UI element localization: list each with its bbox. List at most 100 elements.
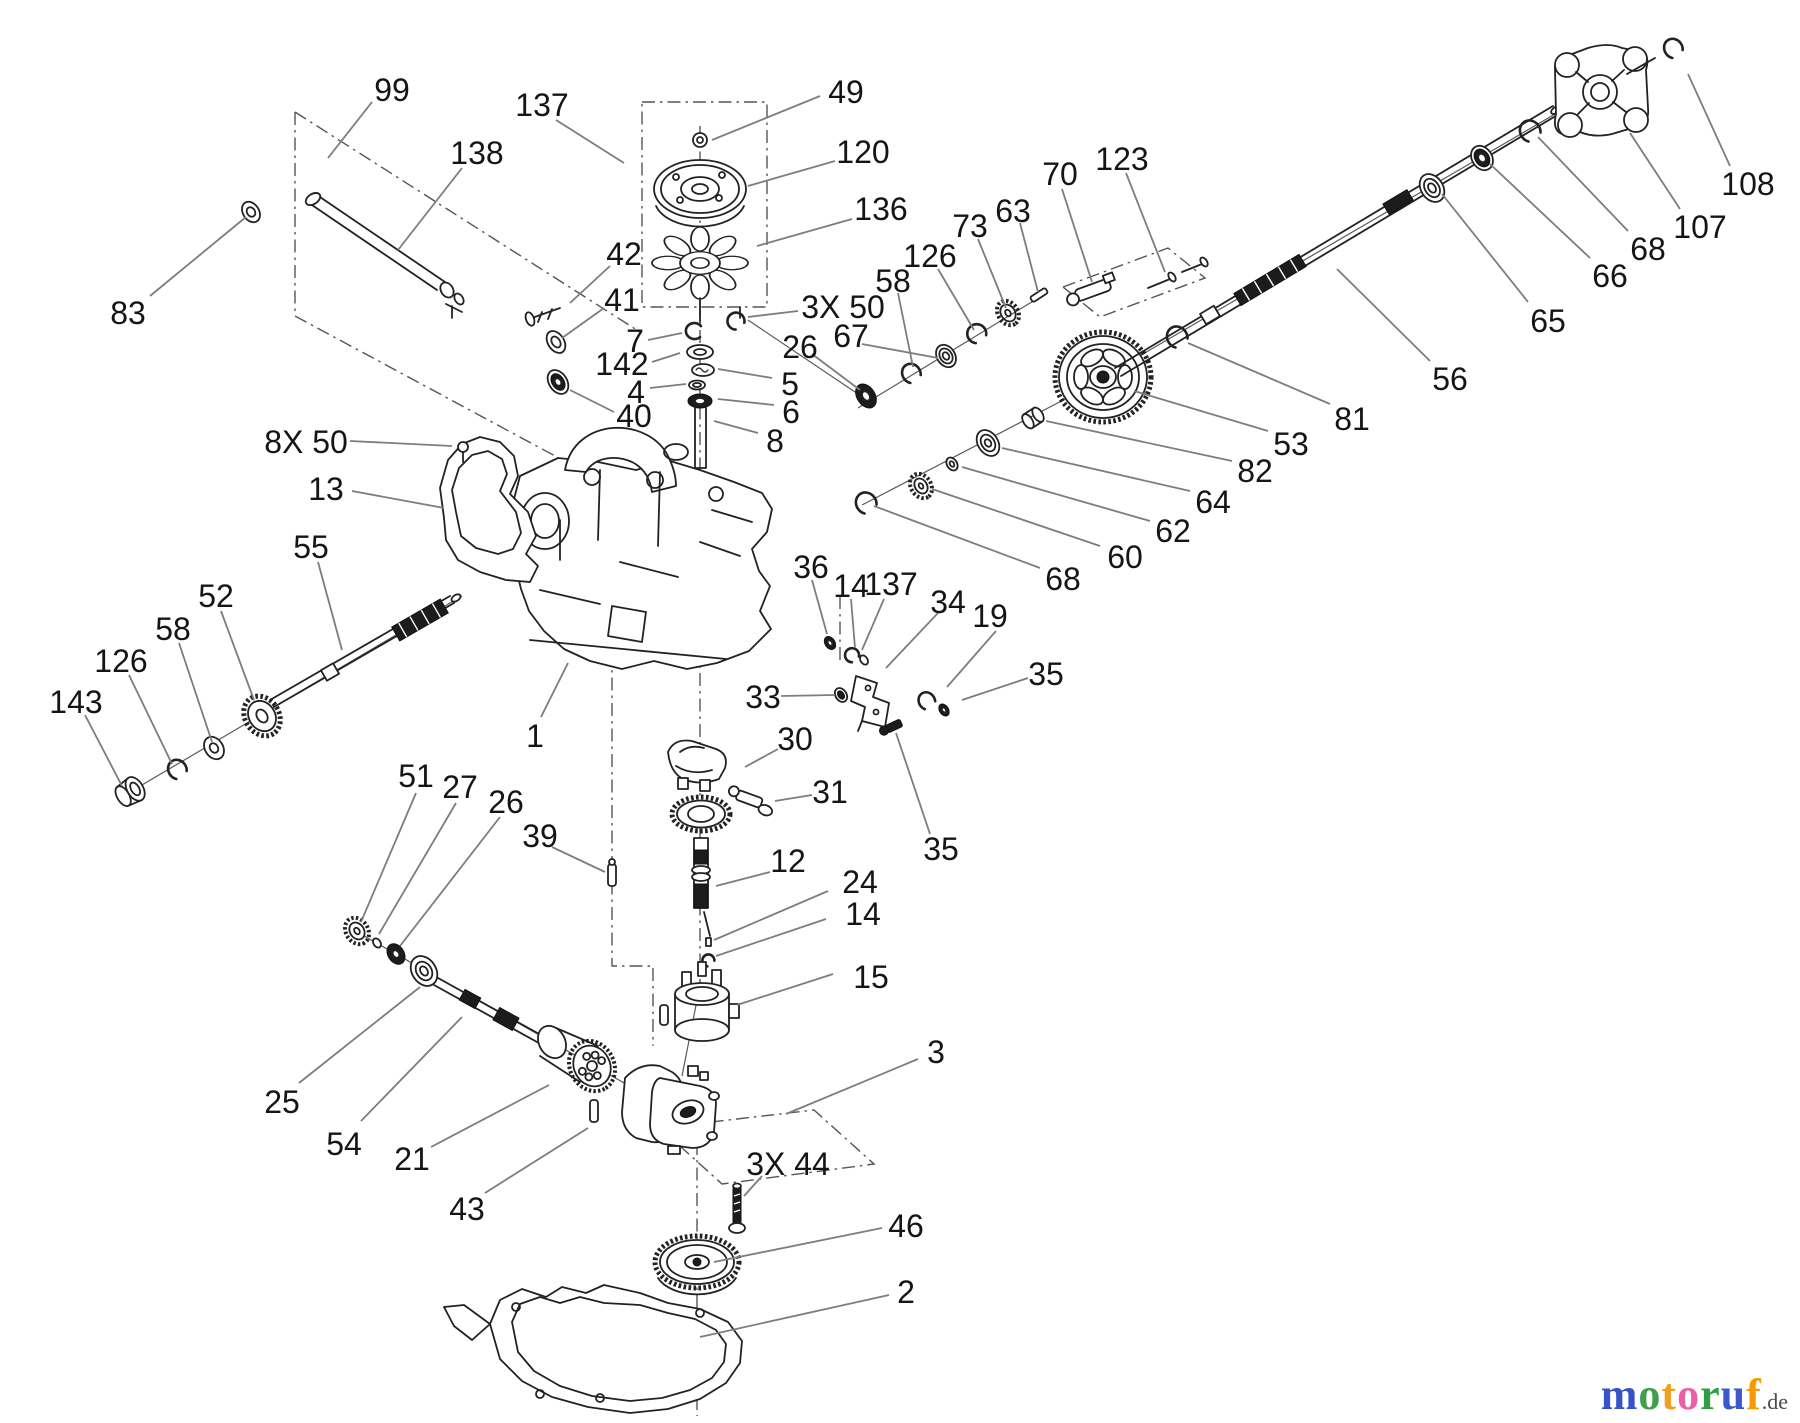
- leader-line: [220, 610, 255, 701]
- callout-56: 56: [1336, 268, 1468, 397]
- watermark: motoruf.de: [1601, 1373, 1788, 1417]
- callout-27: 27: [378, 769, 478, 935]
- viscous-line-assembly: [241, 192, 570, 395]
- callout-4: 4: [627, 374, 687, 410]
- brake-lever: [1066, 271, 1116, 307]
- callout-81: 81: [1187, 342, 1370, 437]
- part-number: 33: [745, 679, 781, 715]
- side-cover: [439, 436, 539, 583]
- part-number: 3: [927, 1034, 945, 1070]
- callout-107: 107: [1629, 132, 1727, 245]
- callout-64: 64: [1001, 447, 1231, 520]
- leader-line: [699, 1294, 890, 1338]
- leader-line: [711, 95, 821, 141]
- leader-line: [484, 1127, 589, 1194]
- part-number: 21: [394, 1141, 430, 1177]
- callout-14: 14: [833, 568, 869, 649]
- leader-line: [317, 561, 343, 651]
- callout-42: 42: [569, 236, 642, 304]
- part-number: 41: [604, 282, 640, 318]
- oil-line-tube: [308, 194, 446, 291]
- bearing: [935, 343, 957, 369]
- leader-line: [713, 890, 829, 941]
- callout-26: 26: [782, 329, 861, 391]
- leader-line: [1537, 136, 1629, 232]
- brake-screws: [1147, 263, 1203, 289]
- part-number: 52: [198, 578, 234, 614]
- callout-25: 25: [264, 986, 421, 1120]
- flanged-bearing: [1418, 173, 1446, 203]
- bushing: [241, 200, 261, 224]
- leader-line: [1687, 73, 1731, 167]
- bearing: [975, 429, 1001, 457]
- part-number: 108: [1721, 166, 1774, 202]
- wheel-hub: [1553, 44, 1650, 138]
- pulley: [653, 159, 747, 228]
- leader-line: [651, 352, 681, 363]
- leader-line: [360, 792, 417, 923]
- pin: [1029, 287, 1049, 303]
- pump-assembly: [443, 1004, 746, 1414]
- part-number: 3X 50: [801, 289, 885, 325]
- upper-bearing-chain: [855, 287, 1049, 409]
- callout-5: 5: [717, 366, 799, 402]
- part-number: 68: [1045, 561, 1081, 597]
- leader-line: [736, 973, 834, 1006]
- callout-83: 83: [110, 216, 247, 331]
- watermark-wordmark: motoruf: [1601, 1370, 1762, 1419]
- part-number: 55: [293, 529, 329, 565]
- snap-ring: [1165, 325, 1189, 349]
- part-number: 66: [1592, 258, 1628, 294]
- part-number: 99: [374, 72, 410, 108]
- bearing: [203, 735, 225, 761]
- bearing: [855, 383, 877, 409]
- callout-123: 123: [1095, 141, 1166, 273]
- main-housing: [511, 427, 773, 670]
- watermark-letter: o: [1638, 1370, 1662, 1419]
- driven-gear: [652, 1233, 742, 1296]
- callout-53: 53: [1133, 390, 1309, 462]
- callout-2: 2: [699, 1274, 915, 1338]
- pin: [607, 858, 617, 887]
- part-number: 137: [515, 87, 568, 123]
- leader-line: [149, 216, 247, 297]
- control-rod: [703, 911, 711, 937]
- part-number: 73: [952, 208, 988, 244]
- watermark-suffix: .de: [1761, 1389, 1788, 1414]
- leader-line: [555, 119, 625, 164]
- leader-line: [785, 1058, 919, 1115]
- part-number: 67: [833, 318, 869, 354]
- control-arm-parts: [823, 636, 950, 736]
- motor-shaft: [433, 977, 551, 1048]
- part-number: 58: [155, 611, 191, 647]
- snap-ring: [854, 491, 878, 515]
- part-number: 60: [1107, 539, 1143, 575]
- hub-stud: [1626, 57, 1656, 75]
- leader-line: [298, 986, 421, 1084]
- callout-120: 120: [747, 134, 890, 187]
- part-number: 126: [94, 643, 147, 679]
- watermark-letter: o: [1677, 1370, 1701, 1419]
- part-number: 25: [264, 1084, 300, 1120]
- part-number: 13: [308, 471, 344, 507]
- leader-line: [946, 630, 997, 688]
- washer: [545, 330, 567, 354]
- callout-3x-44: 3X 44: [743, 1146, 830, 1197]
- part-number: 56: [1432, 361, 1468, 397]
- leader-line: [569, 265, 611, 304]
- callout-33: 33: [745, 679, 836, 715]
- control-bracket: [850, 675, 890, 728]
- callout-14: 14: [715, 896, 881, 957]
- leader-line: [897, 292, 914, 368]
- swashplate-column: [607, 739, 774, 1042]
- bearing: [1470, 144, 1494, 172]
- callout-49: 49: [711, 74, 864, 141]
- part-number: 3X 44: [746, 1146, 830, 1182]
- leader-line: [743, 1175, 763, 1197]
- callout-138: 138: [397, 135, 504, 251]
- leader-line: [861, 343, 939, 359]
- callout-70: 70: [1042, 156, 1093, 283]
- callout-142: 142: [595, 346, 681, 382]
- bearing: [409, 955, 439, 987]
